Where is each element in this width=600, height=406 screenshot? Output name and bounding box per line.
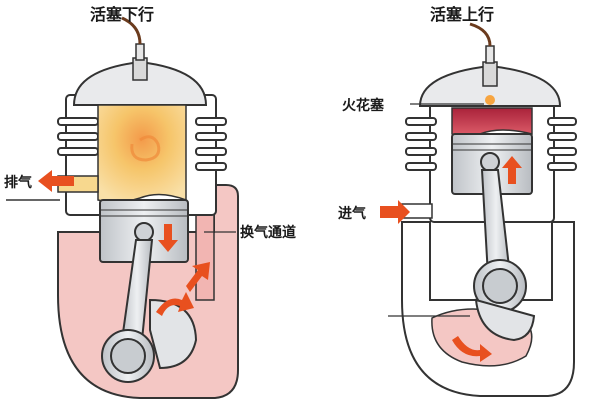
left-flame-swirl	[130, 135, 161, 162]
left-crankshaft	[101, 329, 155, 383]
right-title: 活塞上行	[430, 5, 494, 24]
left-combustion-chamber	[97, 104, 187, 203]
scavenge-label: 换气通道	[240, 224, 296, 241]
left-piston-down-arrow-icon	[158, 224, 178, 252]
right-crankshaft	[473, 259, 536, 342]
left-crankcase-flow-arrow-icon	[156, 292, 194, 316]
exhaust-label: 排气	[4, 174, 32, 191]
left-scavenge-flow-arrow-icon	[186, 262, 210, 292]
right-piston-up-arrow-icon	[502, 156, 522, 184]
left-exhaust-arrow-icon	[38, 170, 74, 192]
right-engine	[380, 22, 577, 397]
intake-label: 进气	[338, 205, 366, 222]
spark-icon	[485, 95, 495, 105]
left-engine	[6, 16, 239, 399]
left-spark-plug	[121, 16, 148, 81]
spark-plug-label: 火花塞	[342, 97, 385, 114]
right-crankcase-flow-arrow-icon	[452, 336, 492, 362]
right-spark-plug	[469, 22, 498, 105]
right-intake-arrow-icon	[380, 200, 410, 224]
left-title: 活塞下行	[90, 5, 154, 24]
